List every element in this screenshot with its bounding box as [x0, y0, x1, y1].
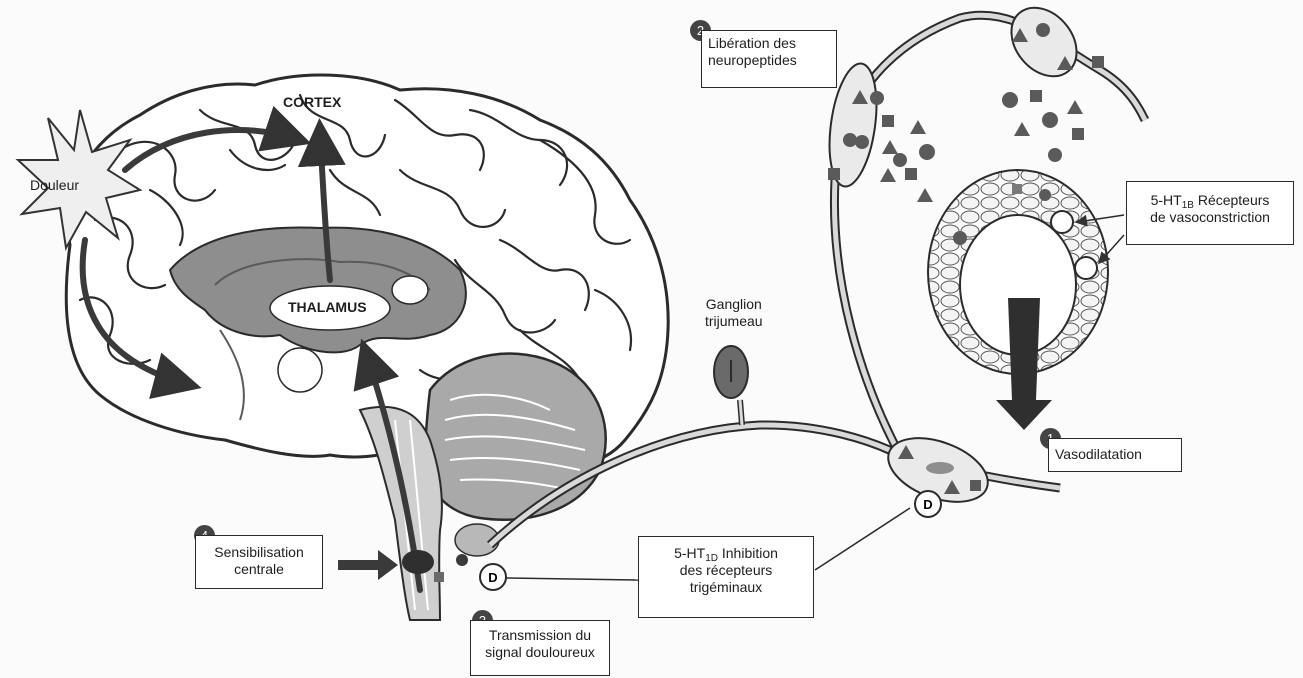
- transmission-callout: Transmission du signal douloureux: [470, 620, 610, 676]
- cortex-label: CORTEX: [283, 94, 341, 111]
- receptor-1b-suffix: Récepteurs: [1194, 192, 1269, 208]
- d-label-terminal: D: [923, 497, 932, 512]
- receptor-1d-callout: 5-HT1D Inhibition des récepteurs trigémi…: [638, 536, 814, 618]
- sensibilisation-callout: Sensibilisation centrale: [195, 535, 323, 589]
- transmission-line1: Transmission du: [477, 627, 603, 644]
- receptor-1b-prefix: 5-HT: [1151, 192, 1182, 208]
- d-label-brainstem: D: [488, 570, 497, 585]
- douleur-label: Douleur: [30, 177, 79, 194]
- d-receptor-terminal: D: [915, 491, 941, 517]
- sensibilisation-line2: centrale: [202, 561, 316, 578]
- thalamus-label: THALAMUS: [288, 299, 367, 316]
- liberation-callout: Libération des neuropeptides: [701, 30, 837, 88]
- vasodilatation-callout: Vasodilatation: [1048, 438, 1182, 472]
- receptor-1d-line2: des récepteurs: [645, 562, 807, 579]
- brain: [66, 75, 668, 620]
- liberation-line2: neuropeptides: [708, 52, 830, 69]
- blood-vessel: [928, 170, 1124, 430]
- sensibilisation-line1: Sensibilisation: [202, 544, 316, 561]
- vasodilatation-text: Vasodilatation: [1055, 446, 1175, 463]
- receptor-1d-suffix: Inhibition: [718, 545, 778, 561]
- d-receptor-brainstem: D: [480, 564, 506, 590]
- ganglion-line1: Ganglion: [705, 296, 763, 313]
- receptor-1d-line3: trigéminaux: [645, 579, 807, 596]
- ganglion: [714, 346, 748, 398]
- receptor-1b-callout: 5-HT1B Récepteurs de vasoconstriction: [1126, 181, 1294, 245]
- ganglion-line2: trijumeau: [705, 313, 763, 330]
- transmission-line2: signal douloureux: [477, 644, 603, 661]
- liberation-line1: Libération des: [708, 35, 830, 52]
- receptor-1b-line2: de vasoconstriction: [1133, 209, 1287, 226]
- receptor-1d-prefix: 5-HT: [674, 545, 705, 561]
- ganglion-label: Ganglion trijumeau: [705, 296, 763, 330]
